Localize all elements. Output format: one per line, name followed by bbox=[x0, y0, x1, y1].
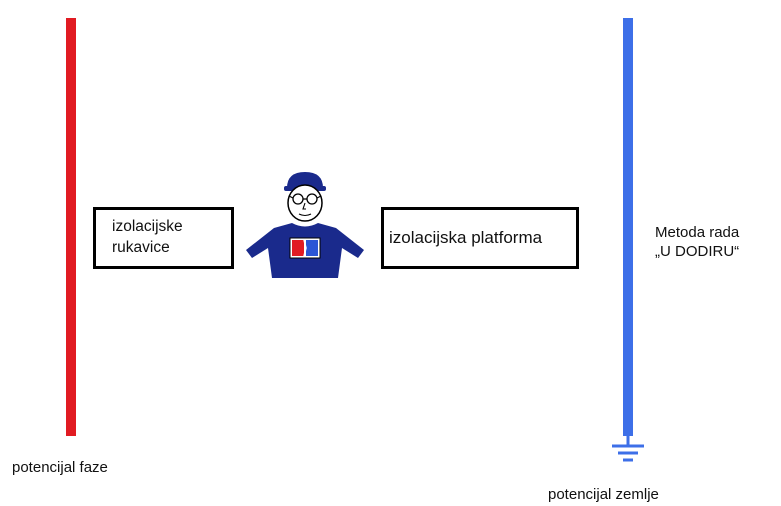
phase-potential-label: potencijal faze bbox=[12, 459, 108, 476]
earth-potential-label: potencijal zemlje bbox=[548, 486, 659, 503]
worker-icon bbox=[246, 172, 364, 278]
insulating-platform-label: izolacijska platforma bbox=[389, 228, 543, 247]
insulating-platform-box: izolacijska platforma bbox=[381, 207, 579, 269]
insulating-gloves-box: izolacijske rukavice bbox=[93, 207, 234, 269]
phase-conductor-line bbox=[66, 18, 76, 436]
insulating-gloves-label: izolacijske rukavice bbox=[112, 218, 183, 256]
ground-symbol-icon bbox=[612, 432, 644, 462]
earth-conductor-line bbox=[623, 18, 633, 436]
method-label: Metoda rada „U DODIRU“ bbox=[655, 224, 740, 260]
